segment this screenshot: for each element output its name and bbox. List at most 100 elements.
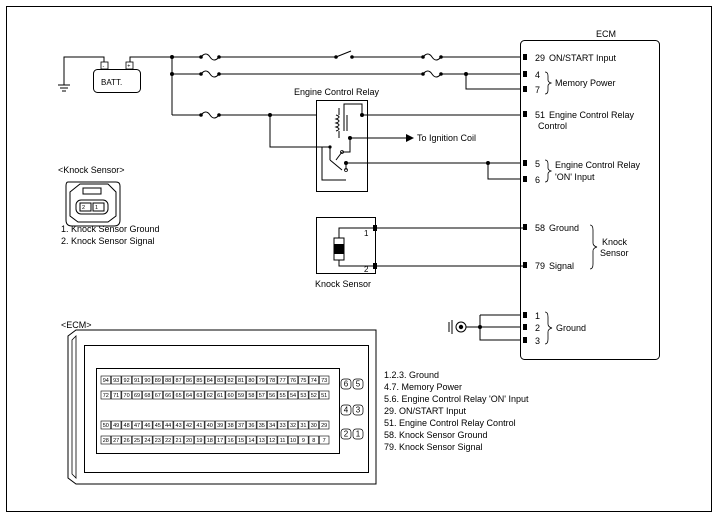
ecm-pin-cell [183,420,195,430]
ecm-pin-number: 71 [113,393,119,399]
ecm-pin-cell [319,375,330,385]
ecm-pin-cell [308,435,319,445]
relay-internals [321,108,351,181]
ecm-connector-title: <ECM> [61,320,92,330]
ecm-pin-cell [298,420,309,430]
ecm-pin-number: 56 [269,393,275,399]
ecm-pin-number: 41 [196,423,202,429]
ecm-pin-number: 13 [259,438,265,444]
ecm-side-pin [340,378,352,390]
ecm-pin-cell [142,390,153,400]
ecm-pin-cell [246,420,257,430]
ecm-pin-cell [121,390,132,400]
ecm-pin-number: 93 [113,378,119,384]
ecm-pin-number: 15 [238,438,244,444]
ecm-pin-number: 44 [165,423,171,429]
ecm-pin-number: 36 [248,423,254,429]
ecm-pin-cell [173,420,184,430]
ecm-side-pin [340,404,352,416]
ecm-pin-cell [235,375,247,385]
ecm-pin-cell [298,435,309,445]
ecm-pin-3-num: 3 [535,336,540,346]
ecm-pin-cell [256,375,267,385]
ecm-pin-number: 28 [103,438,109,444]
ecm-pin-number: 85 [196,378,202,384]
ecm-pin-cell [163,375,174,385]
ecm-pin-cell [173,435,184,445]
ecm-pin-cell [121,420,132,430]
ecm-pin-cell [308,420,319,430]
ecm-pin-cell [298,390,309,400]
ecm-pin-cell [319,420,330,430]
ecm-pin-51-label-2: Control [538,121,567,131]
ecm-pin-number: 91 [134,378,140,384]
ecm-pin-number: 54 [290,393,296,399]
ecm-pin-cell [131,390,143,400]
ecm-pin-number: 51 [321,393,327,399]
pin-legend-0: 1.2.3. Ground [384,370,439,380]
knock-sensor-group-label-2: Sensor [600,248,629,258]
ecm-pin-number: 65 [176,393,182,399]
ecm-pin-number: 83 [217,378,223,384]
ecm-pin-number: 37 [238,423,244,429]
memory-power-label: Memory Power [555,78,616,88]
ecm-pin-number: 75 [300,378,306,384]
ecm-pin-number: 84 [207,378,213,384]
ecm-pin-number: 9 [302,438,305,444]
ecm-pin-cell [142,420,153,430]
ecm-pin-79-label: Signal [549,261,574,271]
ecm-pin-number: 20 [186,438,192,444]
ecm-pin-number: 24 [144,438,150,444]
ecm-pin-cell [142,375,153,385]
ecm-pin-cell [267,420,278,430]
ecm-connector [67,329,377,485]
fuses [199,52,443,120]
ecm-pin-6-num: 6 [535,175,540,185]
ecm-pin-1-num: 1 [535,311,540,321]
ecm-pin-cell [163,435,174,445]
ecm-pin-cell [111,375,122,385]
ecm-pin-cell [121,435,132,445]
group-braces [544,71,598,345]
ecm-pin-number: 63 [196,393,202,399]
ecm-side-pin-number: 6 [344,380,349,389]
knock-sensor-element [333,227,373,267]
ecm-pin-number: 35 [259,423,265,429]
ecm-pin-number: 72 [103,393,109,399]
ecm-pin-labels: 29 ON/START Input 4 7 51 Engine Control … [535,53,635,346]
ecm-pin-number: 48 [124,423,130,429]
junction-dot [268,113,272,117]
ecm-pin-number: 80 [248,378,254,384]
ecm-pin-cell [256,435,267,445]
ecm-pin-number: 86 [186,378,192,384]
ecm-pin-number: 55 [280,393,286,399]
knock-sensor-box [316,217,376,274]
ecm-pin-number: 8 [312,438,315,444]
ecm-pin-58-label: Ground [549,223,579,233]
ecm-pin-4-num: 4 [535,70,540,80]
pin-legend-2: 5.6. Engine Control Relay 'ON' Input [384,394,529,404]
ecm-side-pin [352,404,364,416]
ecm-pin-number: 40 [207,423,213,429]
ecm-pin-number: 22 [165,438,171,444]
ecm-pin-cell [173,390,184,400]
ecm-pin-cell [267,435,278,445]
ecm-pin-number: 90 [144,378,150,384]
pin-legend-5: 58. Knock Sensor Ground [384,430,488,440]
svg-text:1: 1 [95,205,98,211]
ecm-pin-number: 60 [228,393,234,399]
ecm-pin-cell [131,435,143,445]
relay-control-wire [338,103,520,116]
relay-on-input-label-2: 'ON' Input [555,172,595,182]
knock-box-pin-2: 2 [364,265,369,274]
ecm-pin-number: 79 [259,378,265,384]
ecm-pin-cell [267,375,278,385]
ecm-pin-number: 64 [186,393,192,399]
ecm-pin-number: 12 [269,438,275,444]
pin-legend-1: 4.7. Memory Power [384,382,462,392]
ecm-pin-58-num: 58 [535,223,545,233]
ecm-pin-number: 30 [311,423,317,429]
ecm-title: ECM [596,29,616,39]
ecm-pin-number: 70 [124,393,130,399]
